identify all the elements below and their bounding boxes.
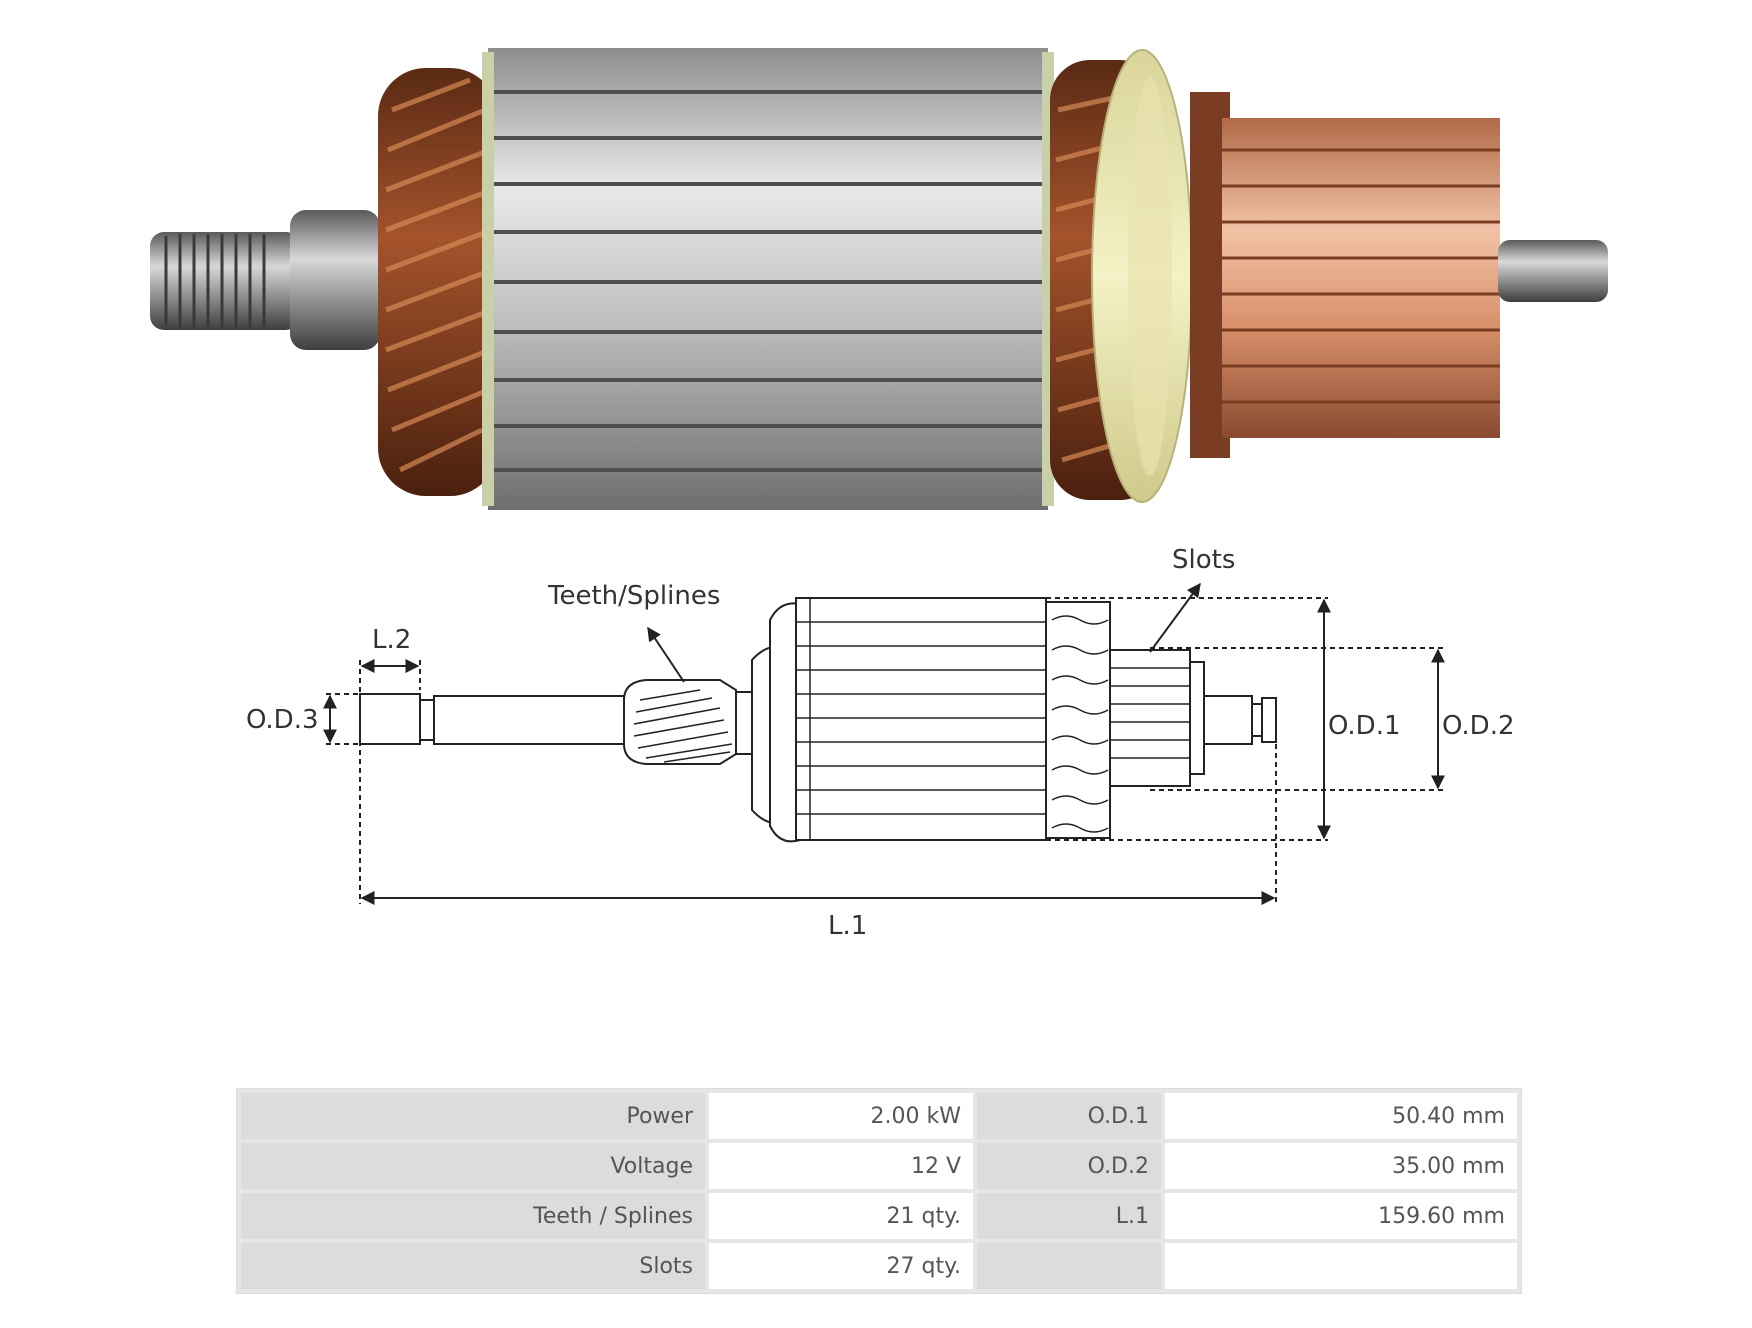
label-od2: O.D.2 <box>1442 711 1515 741</box>
specifications-table: Power 2.00 kW O.D.1 50.40 mm Voltage 12 … <box>236 1088 1522 1294</box>
diagram-core <box>795 597 1047 841</box>
label-l2: L.2 <box>372 625 411 655</box>
diagram-commutator <box>1109 649 1205 787</box>
spec-key: Teeth / Splines <box>241 1193 705 1239</box>
armature-product-photo <box>150 48 1608 510</box>
extension-lines <box>326 597 1444 904</box>
diagram-rear-shaft <box>1203 695 1277 745</box>
diagram-windings-left <box>751 602 801 843</box>
table-row: Slots 27 qty. <box>241 1243 1517 1289</box>
table-row: Power 2.00 kW O.D.1 50.40 mm <box>241 1093 1517 1139</box>
label-od3: O.D.3 <box>246 705 319 735</box>
table-row: Voltage 12 V O.D.2 35.00 mm <box>241 1143 1517 1189</box>
label-od1: O.D.1 <box>1328 711 1401 741</box>
spec-value: 2.00 kW <box>709 1093 973 1139</box>
spec-value: 50.40 mm <box>1165 1093 1517 1139</box>
commutator <box>1190 92 1500 458</box>
laminated-core <box>482 48 1054 510</box>
dimension-arrows <box>323 582 1445 905</box>
spec-key: Power <box>241 1093 705 1139</box>
spec-value: 12 V <box>709 1143 973 1189</box>
label-l1: L.1 <box>828 911 867 941</box>
spec-key: O.D.1 <box>977 1093 1161 1139</box>
table-row: Teeth / Splines 21 qty. L.1 159.60 mm <box>241 1193 1517 1239</box>
diagram-spline-hub <box>623 679 753 765</box>
dimension-diagram: Teeth/Splines Slots L.2 O.D.3 O.D.1 O.D.… <box>246 545 1515 941</box>
spec-value: 21 qty. <box>709 1193 973 1239</box>
spec-key: O.D.2 <box>977 1143 1161 1189</box>
spec-key: Voltage <box>241 1143 705 1189</box>
diagram-windings-right <box>1045 601 1111 839</box>
spec-key <box>977 1243 1161 1289</box>
spec-value: 27 qty. <box>709 1243 973 1289</box>
insulating-ring <box>1091 49 1193 503</box>
rear-shaft <box>1498 240 1608 302</box>
diagram-shaft <box>359 693 625 745</box>
spec-value <box>1165 1243 1517 1289</box>
spec-key: L.1 <box>977 1193 1161 1239</box>
label-slots: Slots <box>1172 545 1235 575</box>
spec-value: 35.00 mm <box>1165 1143 1517 1189</box>
spline-shaft <box>150 210 380 350</box>
spec-key: Slots <box>241 1243 705 1289</box>
windings-left <box>378 68 498 496</box>
spec-value: 159.60 mm <box>1165 1193 1517 1239</box>
label-teeth-splines: Teeth/Splines <box>547 581 720 611</box>
